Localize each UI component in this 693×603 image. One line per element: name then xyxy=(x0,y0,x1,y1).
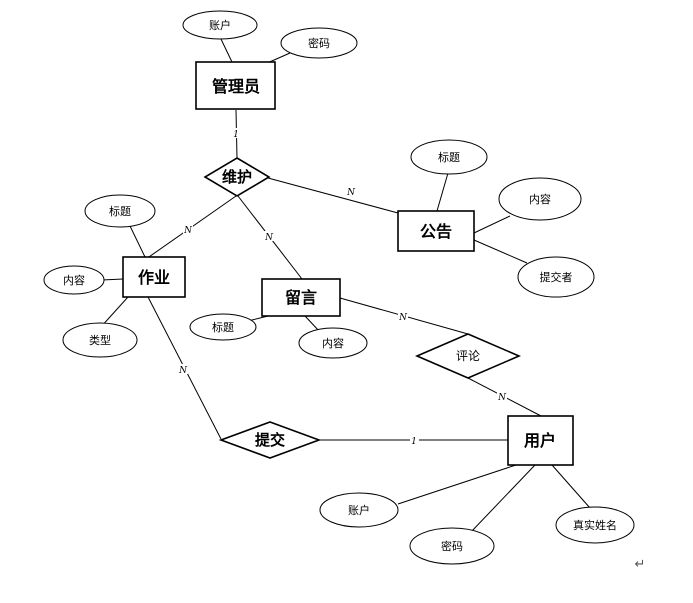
entity-homework: 作业 xyxy=(122,256,186,298)
entity-admin: 管理员 xyxy=(195,61,276,110)
attribute-homework-content: 内容 xyxy=(43,265,105,295)
relation-maintain: 维护 xyxy=(203,157,271,197)
relation-submit-label: 提交 xyxy=(255,431,285,449)
entity-notice-label: 公告 xyxy=(420,222,452,241)
relation-comment-label: 评论 xyxy=(456,349,480,363)
cardinality-maintain-homework: N xyxy=(183,226,193,236)
attribute-user-realname: 真实姓名 xyxy=(555,506,635,544)
attribute-homework-content-label: 内容 xyxy=(63,273,85,287)
entity-admin-label: 管理员 xyxy=(212,77,260,96)
entity-message-label: 留言 xyxy=(285,288,317,307)
cardinality-maintain-message: N xyxy=(264,233,274,243)
entity-message: 留言 xyxy=(261,278,341,317)
attribute-user-account-label: 账户 xyxy=(348,503,370,517)
cardinality-comment-user: N xyxy=(497,393,507,403)
attribute-notice-title: 标题 xyxy=(410,139,488,175)
attribute-user-password-label: 密码 xyxy=(441,539,463,553)
edge-notice-title xyxy=(436,172,449,212)
edge-user-realname xyxy=(551,464,591,509)
attribute-notice-content-label: 内容 xyxy=(529,192,551,206)
paragraph-mark-icon: ↵ xyxy=(635,557,646,572)
edge-maintain-notice xyxy=(267,177,399,214)
attribute-notice-submitter-label: 提交者 xyxy=(540,270,573,284)
relation-comment: 评论 xyxy=(414,333,522,379)
entity-homework-label: 作业 xyxy=(138,268,170,287)
attribute-homework-type-label: 类型 xyxy=(89,333,111,347)
edge-user-account xyxy=(397,464,517,505)
attribute-message-title-label: 标题 xyxy=(212,320,234,334)
edge-homework-content xyxy=(101,278,124,281)
relation-submit: 提交 xyxy=(218,421,322,459)
attribute-message-content-label: 内容 xyxy=(322,336,344,350)
attribute-homework-title: 标题 xyxy=(84,194,156,228)
cardinality-admin-maintain: 1 xyxy=(233,130,239,140)
cardinality-submit-user: 1 xyxy=(411,437,417,447)
edge-user-password xyxy=(469,464,536,534)
edge-notice-submitter xyxy=(473,239,528,264)
attribute-user-realname-label: 真实姓名 xyxy=(573,518,617,532)
attribute-admin-account: 账户 xyxy=(182,10,258,40)
attribute-admin-password-label: 密码 xyxy=(308,36,330,50)
relation-maintain-label: 维护 xyxy=(222,168,252,186)
edge-homework-title xyxy=(129,225,146,258)
attribute-user-account: 账户 xyxy=(319,492,399,528)
attribute-user-password: 密码 xyxy=(409,527,495,565)
attribute-message-title: 标题 xyxy=(189,313,257,341)
cardinality-homework-submit: N xyxy=(178,366,188,376)
edge-notice-content xyxy=(473,215,511,234)
attribute-notice-submitter: 提交者 xyxy=(517,256,595,298)
attribute-admin-account-label: 账户 xyxy=(209,18,231,32)
attribute-message-content: 内容 xyxy=(298,327,368,359)
attribute-notice-title-label: 标题 xyxy=(438,150,460,164)
attribute-homework-type: 类型 xyxy=(62,322,138,358)
attribute-admin-password: 密码 xyxy=(280,27,358,59)
entity-notice: 公告 xyxy=(397,210,475,252)
edge-admin-account xyxy=(219,36,233,63)
cardinality-message-comment: N xyxy=(398,313,408,323)
cardinality-maintain-notice: N xyxy=(346,188,356,198)
entity-user: 用户 xyxy=(507,415,574,466)
entity-user-label: 用户 xyxy=(524,431,556,450)
attribute-homework-title-label: 标题 xyxy=(109,204,131,218)
cardinalities: 1 N N N N N N 1 xyxy=(178,128,507,447)
attribute-notice-content: 内容 xyxy=(498,177,582,221)
